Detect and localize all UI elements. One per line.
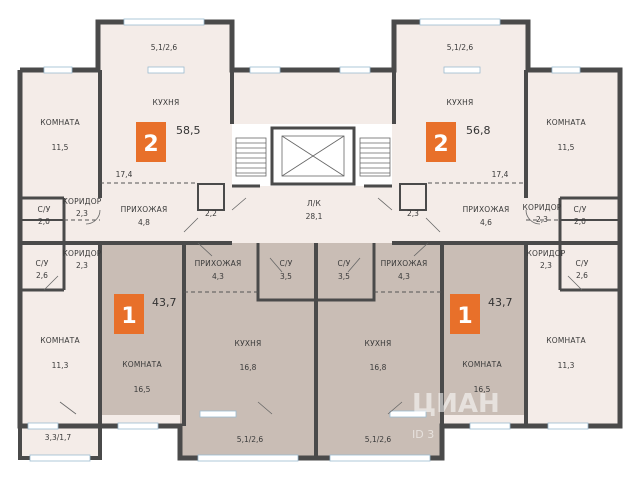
- room-area: 2,6: [576, 271, 588, 280]
- badge-rooms: 2: [143, 132, 158, 157]
- room-area: 4,3: [398, 272, 410, 281]
- room-area: 2,6: [36, 271, 48, 280]
- room-label: С/У: [36, 259, 49, 268]
- room-area: 17,4: [116, 170, 133, 179]
- room-fills: [20, 22, 620, 458]
- room-label: КОМНАТА: [462, 360, 502, 369]
- closet-area: 2,2: [205, 209, 217, 218]
- room-area: 2,3: [540, 261, 552, 270]
- room-label: КУХНЯ: [235, 339, 262, 348]
- room-area: 2,0: [574, 217, 586, 226]
- room-label: ПРИХОЖАЯ: [381, 259, 428, 268]
- walls: [17, 19, 623, 461]
- balcony-area: 5,1/2,6: [365, 435, 392, 444]
- room-label: КУХНЯ: [447, 98, 474, 107]
- badge-apt-1-left: 1 43,7: [114, 294, 177, 334]
- balcony-area: 5,1/2,6: [447, 43, 474, 52]
- room-area: 4,3: [212, 272, 224, 281]
- badge-rooms: 2: [433, 132, 448, 157]
- room-area: 4,6: [480, 218, 492, 227]
- zone-separators: [64, 182, 560, 293]
- room-label: КУХНЯ: [365, 339, 392, 348]
- room-area: 28,1: [306, 212, 323, 221]
- balcony-area: 3,3/1,7: [45, 433, 72, 442]
- room-area: 2,3: [76, 209, 88, 218]
- badge-bg: [114, 294, 144, 334]
- badge-bg: [450, 294, 480, 334]
- room-label: КУХНЯ: [153, 98, 180, 107]
- windows: [27, 18, 589, 462]
- badge-bg: [136, 122, 166, 162]
- room-area: 3,5: [280, 272, 292, 281]
- badge-apt-1-right: 1 43,7: [450, 294, 513, 334]
- watermark: ЦИАН ID 3: [412, 389, 500, 441]
- room-area: 16,5: [474, 385, 491, 394]
- apartment-area: 58,5: [176, 124, 201, 137]
- badge-apt-2-right: 2 56,8: [426, 122, 491, 162]
- room-label: ПРИХОЖАЯ: [195, 259, 242, 268]
- room-label: С/У: [338, 259, 351, 268]
- room-label: КОМНАТА: [546, 118, 586, 127]
- room-area: 16,8: [370, 363, 387, 372]
- watermark-id: ID 3: [412, 428, 434, 441]
- watermark-logo: ЦИАН: [412, 389, 500, 419]
- room-label: С/У: [576, 259, 589, 268]
- staircase: [235, 135, 391, 177]
- closet-area: 2,3: [407, 209, 419, 218]
- balcony-area: 5,1/2,6: [237, 435, 264, 444]
- badge-bg: [426, 122, 456, 162]
- room-area: 17,4: [492, 170, 509, 179]
- badge-rooms: 1: [457, 304, 472, 329]
- apartment-area: 43,7: [152, 296, 177, 309]
- room-area: 11,5: [558, 143, 575, 152]
- room-label: КОМНАТА: [40, 336, 80, 345]
- room-area: 2,3: [536, 215, 548, 224]
- room-label: КОРИДОР: [522, 203, 561, 212]
- apartment-area: 56,8: [466, 124, 491, 137]
- room-area: 2,0: [38, 217, 50, 226]
- room-area: 16,5: [134, 385, 151, 394]
- badge-rooms: 1: [121, 304, 136, 329]
- room-label: КОРИДОР: [526, 249, 565, 258]
- room-labels: 5,1/2,6 5,1/2,6 КУХНЯ 17,4 КУХНЯ 17,4 КО…: [36, 43, 589, 444]
- room-label: КОРИДОР: [62, 249, 101, 258]
- room-label: С/У: [574, 205, 587, 214]
- room-area: 3,5: [338, 272, 350, 281]
- room-label: С/У: [280, 259, 293, 268]
- room-label: КОРИДОР: [62, 197, 101, 206]
- room-label: КОМНАТА: [546, 336, 586, 345]
- room-label: С/У: [38, 205, 51, 214]
- apartment-area: 43,7: [488, 296, 513, 309]
- room-label: ПРИХОЖАЯ: [121, 205, 168, 214]
- doors: [43, 197, 583, 415]
- badge-apt-2-left: 2 58,5: [136, 122, 201, 162]
- room-label: КОМНАТА: [122, 360, 162, 369]
- balcony-area: 5,1/2,6: [151, 43, 178, 52]
- room-area: 16,8: [240, 363, 257, 372]
- room-area: 11,5: [52, 143, 69, 152]
- room-label: КОМНАТА: [40, 118, 80, 127]
- room-label: Л/К: [307, 199, 322, 208]
- room-area: 2,3: [76, 261, 88, 270]
- room-area: 4,8: [138, 218, 150, 227]
- room-area: 11,3: [52, 361, 69, 370]
- room-area: 11,3: [558, 361, 575, 370]
- room-label: ПРИХОЖАЯ: [463, 205, 510, 214]
